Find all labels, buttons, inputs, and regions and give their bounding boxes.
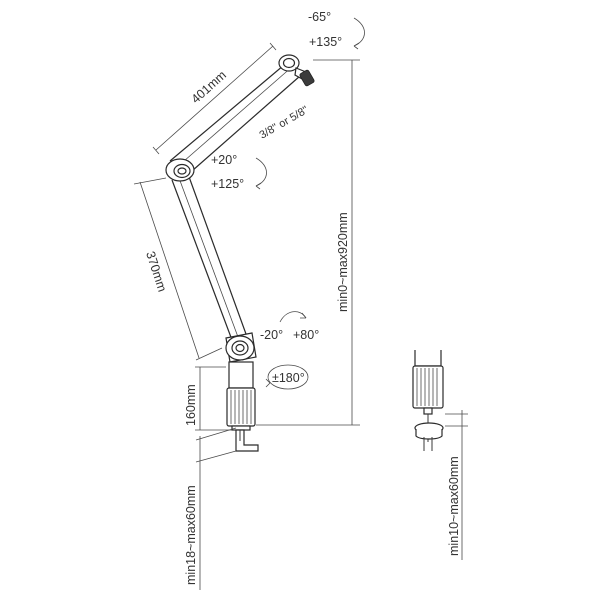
thread-size-label: 3/8" or 5/8"	[258, 104, 311, 142]
pole-and-clamp	[226, 361, 259, 452]
total-reach-label: min0~max920mm	[336, 212, 350, 312]
elbow-joint	[165, 158, 195, 182]
lower-arm-dimension	[133, 177, 223, 361]
rotation-arrow-icon	[267, 364, 309, 390]
mid-tilt-down-label: +125°	[211, 177, 244, 191]
upper-arm-length-label: 401mm	[189, 68, 229, 106]
clamp-range-alt-dimension	[445, 410, 468, 560]
total-reach-dimension	[256, 59, 360, 426]
lower-arm-length-label: 370mm	[143, 250, 169, 294]
clamp-range-label: min18~max60mm	[184, 485, 198, 585]
base-joint	[225, 332, 257, 363]
upper-arm	[169, 59, 301, 179]
pole-height-dimension	[195, 366, 232, 431]
pole-height-label: 160mm	[184, 384, 198, 426]
top-rotation-arrow-icon	[353, 17, 365, 47]
clamp-detail	[412, 350, 444, 451]
lower-arm	[171, 173, 247, 341]
base-tilt-back-label: -20°	[260, 328, 283, 342]
mid-rotation-arrow-icon	[255, 157, 267, 187]
upper-arm-dimension	[152, 42, 277, 155]
clamp-range-alt-label: min10~max60mm	[447, 456, 461, 556]
top-tilt-up-label: -65°	[308, 10, 331, 24]
mid-tilt-up-label: +20°	[211, 153, 237, 167]
clamp-range-dimension	[195, 427, 237, 590]
rotation-label: ±180°	[272, 371, 305, 385]
base-tilt-forward-label: +80°	[293, 328, 319, 342]
top-tilt-down-label: +135°	[309, 35, 342, 49]
tip-joint	[278, 54, 315, 87]
